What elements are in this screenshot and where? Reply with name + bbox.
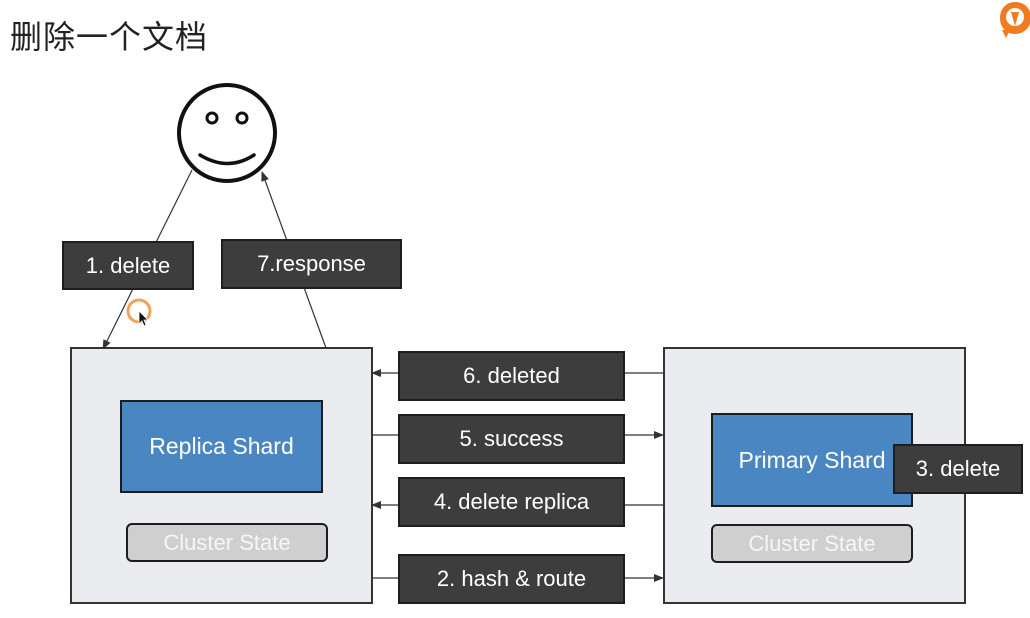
step-4-label: 4. delete replica <box>398 477 625 527</box>
primary-shard: Primary Shard <box>711 413 913 507</box>
step-1-label: 1. delete <box>62 241 194 290</box>
smiley-face-icon <box>177 83 277 183</box>
cursor-icon <box>126 298 152 327</box>
step-3-label: 3. delete <box>893 444 1023 494</box>
step-6-label: 6. deleted <box>398 351 625 401</box>
page-title: 删除一个文档 <box>10 18 209 56</box>
cluster-state-right: Cluster State <box>711 524 913 563</box>
logo-icon <box>1000 2 1030 38</box>
step-2-label: 2. hash & route <box>398 554 625 604</box>
step-5-label: 5. success <box>398 414 625 464</box>
replica-shard: Replica Shard <box>120 400 323 493</box>
step-7-label: 7.response <box>221 239 402 289</box>
cluster-state-left: Cluster State <box>126 523 328 562</box>
